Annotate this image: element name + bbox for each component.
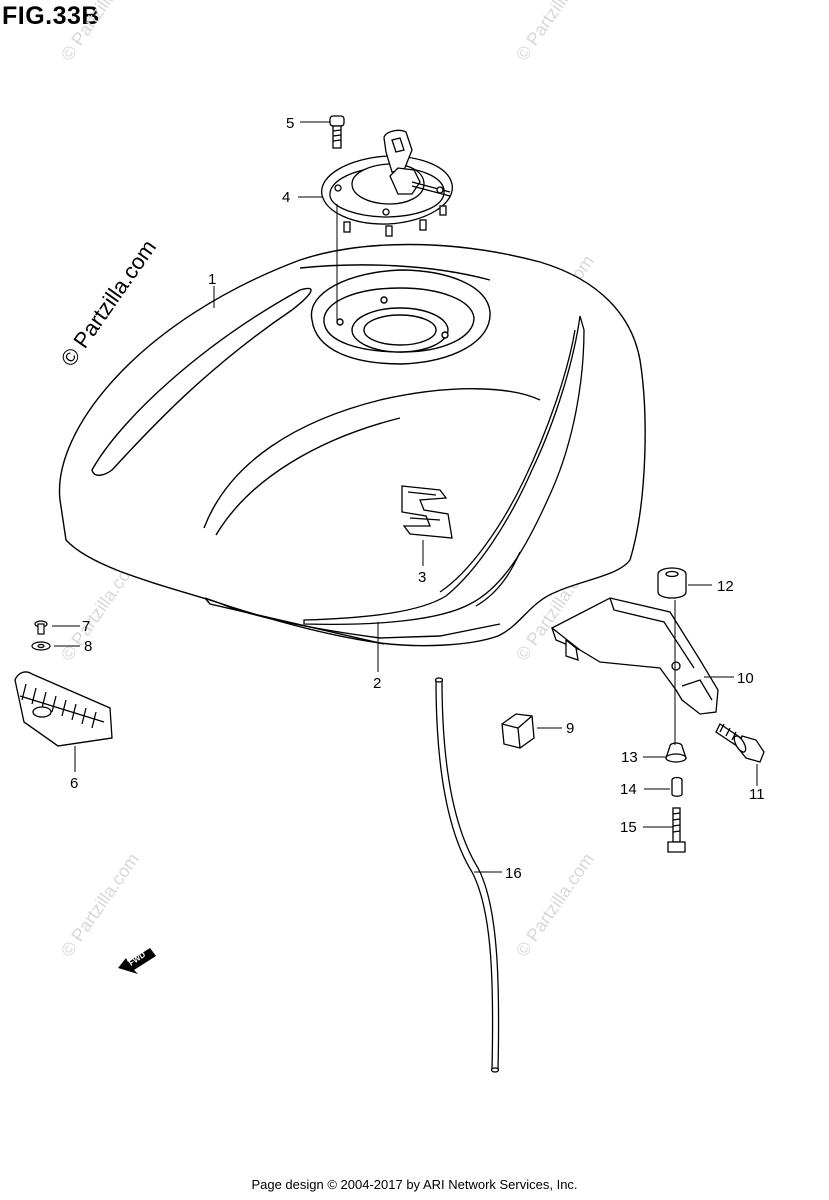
watermark: © Partzilla.com bbox=[57, 849, 143, 960]
part-10-bracket bbox=[550, 597, 719, 715]
callout-8: 8 bbox=[84, 638, 92, 655]
callout-1: 1 bbox=[208, 271, 216, 288]
part-11-bolt bbox=[715, 723, 765, 763]
callout-3: 3 bbox=[418, 569, 426, 586]
part-14-collar bbox=[671, 776, 683, 797]
part-15-bolt bbox=[667, 807, 686, 853]
leader-lines bbox=[52, 121, 758, 873]
callouts: 1 2 3 4 5 6 7 8 9 10 11 12 13 14 15 16 bbox=[70, 115, 765, 882]
part-16-hose bbox=[434, 677, 500, 1073]
callout-5: 5 bbox=[286, 115, 294, 132]
figure-title: FIG.33B bbox=[2, 2, 100, 30]
callout-6: 6 bbox=[70, 775, 78, 792]
watermark: © Partzilla.com bbox=[512, 0, 598, 64]
part-2-stripe bbox=[303, 315, 585, 626]
callout-16: 16 bbox=[505, 865, 522, 882]
watermark: © Partzilla.com bbox=[512, 849, 598, 960]
part-6-cushion bbox=[14, 671, 113, 747]
callout-2: 2 bbox=[373, 675, 381, 692]
part-4-fuel-cap bbox=[321, 129, 453, 237]
part-8-washer bbox=[31, 641, 51, 651]
callout-10: 10 bbox=[737, 670, 754, 687]
page-footer: Page design © 2004-2017 by ARI Network S… bbox=[251, 1177, 578, 1192]
callout-15: 15 bbox=[620, 819, 637, 836]
callout-14: 14 bbox=[620, 781, 637, 798]
callout-9: 9 bbox=[566, 720, 574, 737]
callout-13: 13 bbox=[621, 749, 638, 766]
fwd-arrow-icon: FWD bbox=[118, 948, 156, 974]
part-9-block bbox=[501, 713, 535, 749]
part-13-damper bbox=[665, 742, 687, 763]
callout-7: 7 bbox=[82, 618, 90, 635]
part-3-emblem bbox=[401, 485, 453, 539]
part-7-screw bbox=[34, 620, 48, 635]
watermark: © Partzilla.com bbox=[57, 0, 143, 64]
callout-12: 12 bbox=[717, 578, 734, 595]
part-5-screw bbox=[329, 115, 345, 149]
callout-4: 4 bbox=[282, 189, 290, 206]
part-12-cushion bbox=[657, 567, 687, 599]
callout-11: 11 bbox=[749, 786, 765, 803]
